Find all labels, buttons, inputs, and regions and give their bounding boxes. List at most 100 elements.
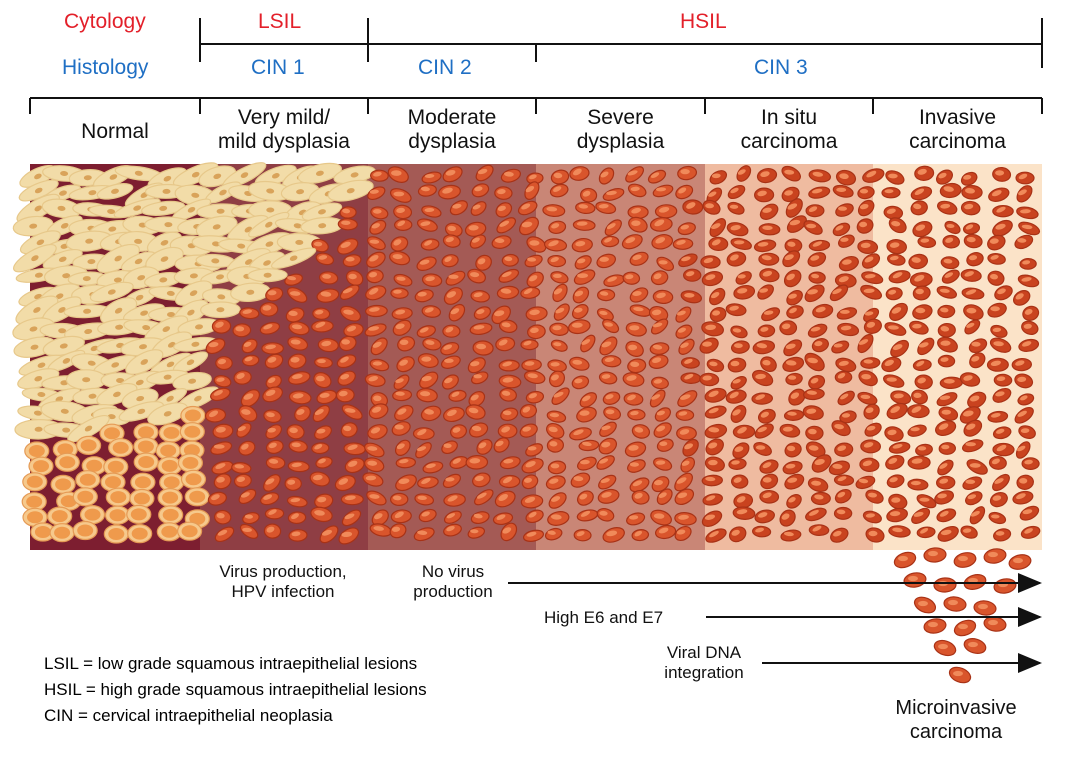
cell — [293, 223, 302, 229]
cell — [471, 237, 480, 243]
cell — [241, 409, 251, 415]
cell — [447, 409, 457, 417]
cell — [550, 463, 560, 469]
cell — [600, 478, 610, 484]
cell — [836, 509, 846, 515]
cell — [684, 358, 693, 364]
cell — [995, 391, 1005, 397]
cell — [188, 378, 197, 384]
cell — [599, 310, 608, 316]
cell — [604, 357, 615, 363]
cell — [868, 492, 877, 498]
cell — [445, 477, 455, 482]
cell — [966, 322, 975, 328]
cell — [291, 442, 301, 448]
cell — [940, 357, 949, 362]
cell — [908, 575, 918, 582]
cell — [396, 207, 405, 214]
stage-mild-dysplasia-label: Very mild/ mild dysplasia — [218, 106, 350, 153]
cell — [424, 207, 435, 213]
cell — [866, 170, 877, 178]
cell — [527, 446, 537, 451]
microinvasive-cell-cluster — [893, 547, 1032, 684]
cell — [599, 458, 609, 464]
cell — [553, 172, 563, 179]
cell — [1022, 260, 1031, 265]
cell — [34, 205, 42, 212]
cell — [990, 306, 1000, 312]
cell — [784, 190, 793, 196]
cell — [892, 527, 903, 533]
cell — [34, 272, 43, 278]
cell — [1023, 323, 1032, 329]
cell — [217, 294, 226, 300]
cell — [496, 217, 517, 234]
cell — [136, 395, 145, 402]
cell — [599, 256, 609, 262]
cell — [443, 344, 453, 350]
cell — [368, 326, 380, 331]
cell — [1022, 509, 1033, 515]
cell — [582, 395, 591, 402]
cell — [634, 530, 643, 537]
cell — [289, 427, 298, 434]
cell — [606, 530, 618, 537]
cell — [395, 391, 405, 396]
cell — [892, 443, 903, 449]
cell — [656, 410, 665, 416]
cell — [30, 344, 39, 350]
cell — [549, 412, 560, 418]
cell — [1013, 557, 1023, 564]
cell — [681, 460, 690, 466]
cell — [137, 440, 154, 453]
cell — [395, 323, 405, 330]
cell — [421, 511, 430, 517]
cell — [373, 171, 382, 177]
cell — [938, 423, 949, 430]
cell — [969, 463, 981, 468]
cell — [997, 288, 1006, 295]
cell — [501, 271, 512, 278]
cell — [242, 527, 252, 533]
cell — [580, 510, 591, 517]
cell — [33, 307, 41, 313]
cell — [651, 309, 662, 316]
cell — [1020, 395, 1028, 401]
cell — [34, 526, 51, 538]
cell — [732, 328, 742, 333]
cell — [445, 170, 456, 176]
cell — [936, 508, 957, 523]
cell — [210, 387, 231, 402]
cell — [215, 463, 226, 470]
cell — [264, 507, 285, 520]
cell — [681, 256, 691, 262]
cell — [419, 259, 430, 265]
cell — [474, 186, 483, 192]
cell — [166, 290, 175, 296]
cell — [336, 354, 357, 369]
cell — [37, 362, 46, 368]
cell — [579, 410, 590, 416]
cell — [965, 442, 976, 447]
cell — [811, 480, 822, 486]
cell — [893, 393, 904, 399]
cell — [54, 526, 71, 539]
cell — [963, 174, 972, 180]
cell — [705, 476, 716, 482]
cell — [474, 475, 484, 482]
cell — [342, 208, 351, 214]
cell — [911, 257, 921, 263]
cell — [398, 478, 410, 484]
cell — [166, 395, 174, 402]
cell — [133, 492, 150, 505]
cell — [757, 512, 768, 518]
cell — [550, 514, 562, 520]
cell — [397, 220, 406, 227]
cell — [263, 260, 271, 266]
cell — [888, 457, 898, 464]
cell — [163, 476, 180, 489]
cell — [781, 513, 790, 520]
cell — [451, 391, 460, 397]
cell — [525, 185, 535, 193]
cell — [991, 190, 1002, 197]
